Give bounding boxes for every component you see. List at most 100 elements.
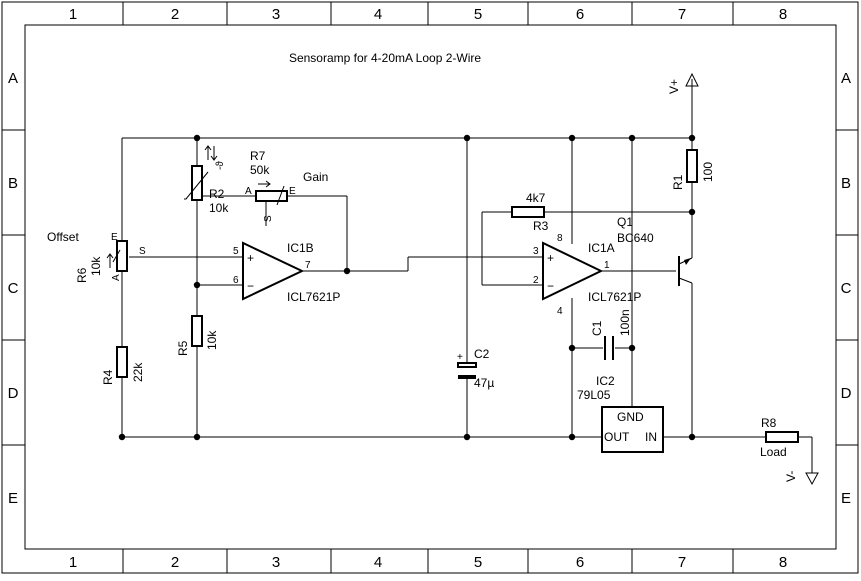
c2-plate-positive bbox=[457, 362, 477, 368]
ic2-body bbox=[601, 406, 664, 453]
col-label-5-bottom: 5 bbox=[474, 554, 482, 571]
ic1a-pin-3: 3 bbox=[533, 246, 539, 257]
r6-body bbox=[116, 240, 128, 272]
ic1b-sign-minus: − bbox=[247, 279, 254, 293]
col-label-1: 1 bbox=[69, 6, 77, 23]
r6-value: 10k bbox=[89, 256, 103, 276]
col-label-6-bottom: 6 bbox=[576, 554, 584, 571]
col-label-1-bottom: 1 bbox=[69, 554, 77, 571]
r3-body bbox=[511, 206, 545, 218]
r2-body bbox=[191, 165, 203, 201]
col-label-8: 8 bbox=[779, 6, 787, 23]
r8-body bbox=[765, 431, 799, 443]
ic1a-value: ICL7621P bbox=[588, 290, 641, 304]
c2-value: 47µ bbox=[474, 376, 494, 390]
r7-ref: R7 bbox=[250, 149, 266, 163]
col-label-7: 7 bbox=[678, 6, 686, 23]
q1-transistor bbox=[678, 256, 693, 286]
r7-pin-s: S bbox=[263, 215, 274, 222]
r7-label-gain: Gain bbox=[303, 170, 328, 184]
ic1a-pin-8: 8 bbox=[557, 233, 563, 244]
c2-plus-sign: + bbox=[457, 352, 463, 363]
row-label-a-right: A bbox=[841, 70, 851, 87]
ic1b-pin-5: 5 bbox=[233, 246, 239, 257]
r2-value: 10k bbox=[209, 201, 229, 215]
r6-adjust-arrow-icon bbox=[106, 249, 121, 268]
ic2-pin-in: IN bbox=[645, 430, 657, 444]
r2-ref: R2 bbox=[209, 187, 225, 201]
r6-ref: R6 bbox=[75, 267, 89, 283]
ic2-value: 79L05 bbox=[577, 388, 611, 402]
junction-dots bbox=[118, 134, 696, 441]
c1-value: 100n bbox=[618, 309, 632, 336]
r1-value: 100 bbox=[701, 162, 715, 182]
col-label-8-bottom: 8 bbox=[779, 554, 787, 571]
row-label-d: D bbox=[8, 385, 19, 402]
r4-value: 22k bbox=[131, 362, 145, 382]
col-label-2-bottom: 2 bbox=[171, 554, 179, 571]
r7-body bbox=[255, 190, 288, 202]
ic2-pin-out: OUT bbox=[604, 430, 630, 444]
ic1b-opamp bbox=[242, 241, 305, 301]
inner-frame bbox=[24, 24, 837, 550]
ic1b-sign-plus: + bbox=[247, 251, 254, 265]
r6-pin-e: E bbox=[111, 232, 118, 243]
row-label-a: A bbox=[8, 70, 18, 87]
r5-body bbox=[191, 315, 203, 347]
row-label-c: C bbox=[8, 280, 19, 297]
r6-pin-s: S bbox=[139, 246, 146, 257]
svg-text:-ϑ: -ϑ bbox=[215, 161, 226, 170]
row-label-e: E bbox=[8, 490, 18, 507]
column-dividers bbox=[122, 2, 734, 573]
ic2-ref: IC2 bbox=[596, 374, 615, 388]
q1-ref: Q1 bbox=[617, 215, 633, 229]
q1-value: BC640 bbox=[617, 231, 654, 245]
r2-temperature-arrows-icon: -ϑ bbox=[204, 145, 226, 170]
col-label-7-bottom: 7 bbox=[678, 554, 686, 571]
r8-value: Load bbox=[760, 445, 787, 459]
r6-label-offset: Offset bbox=[47, 230, 79, 244]
ic1a-opamp bbox=[542, 241, 604, 301]
r5-value: 10k bbox=[205, 330, 219, 350]
row-label-b-right: B bbox=[841, 175, 851, 192]
c2-plate-negative bbox=[458, 375, 476, 379]
ic1a-pin-4: 4 bbox=[557, 306, 563, 317]
col-label-2: 2 bbox=[171, 6, 179, 23]
vplus-label: V+ bbox=[667, 79, 681, 94]
col-label-6: 6 bbox=[576, 6, 584, 23]
vminus-label: V- bbox=[784, 471, 798, 482]
ic1b-pin-6: 6 bbox=[233, 275, 239, 286]
col-label-4: 4 bbox=[374, 6, 382, 23]
r5-ref: R5 bbox=[176, 340, 190, 356]
col-label-4-bottom: 4 bbox=[374, 554, 382, 571]
row-label-c-right: C bbox=[841, 280, 852, 297]
r3-ref: R3 bbox=[533, 219, 549, 233]
ic1b-value: ICL7621P bbox=[287, 290, 340, 304]
c1-ref: C1 bbox=[590, 320, 604, 336]
r8-ref: R8 bbox=[761, 416, 777, 430]
row-dividers bbox=[2, 129, 858, 446]
vminus-arrow bbox=[805, 472, 819, 486]
ic1a-ref: IC1A bbox=[588, 241, 615, 255]
ic1a-sign-minus: − bbox=[547, 279, 554, 293]
c2-ref: C2 bbox=[474, 347, 490, 361]
ic1b-pin-7: 7 bbox=[305, 260, 311, 271]
ic1a-pin-2: 2 bbox=[533, 275, 539, 286]
r7-value: 50k bbox=[250, 163, 270, 177]
wires bbox=[121, 86, 813, 473]
ic1a-sign-plus: + bbox=[547, 251, 554, 265]
col-label-3: 3 bbox=[272, 6, 280, 23]
r4-body bbox=[116, 346, 128, 378]
schematic-title: Sensoramp for 4-20mA Loop 2-Wire bbox=[289, 51, 481, 65]
r1-body bbox=[686, 149, 698, 183]
col-label-3-bottom: 3 bbox=[272, 554, 280, 571]
row-label-e-right: E bbox=[841, 490, 851, 507]
ic1b-ref: IC1B bbox=[287, 241, 314, 255]
row-label-d-right: D bbox=[841, 385, 852, 402]
r7-adjust-arrow-icon bbox=[258, 180, 285, 206]
ic2-pin-gnd: GND bbox=[617, 410, 644, 424]
r6-pin-a: A bbox=[111, 274, 122, 281]
